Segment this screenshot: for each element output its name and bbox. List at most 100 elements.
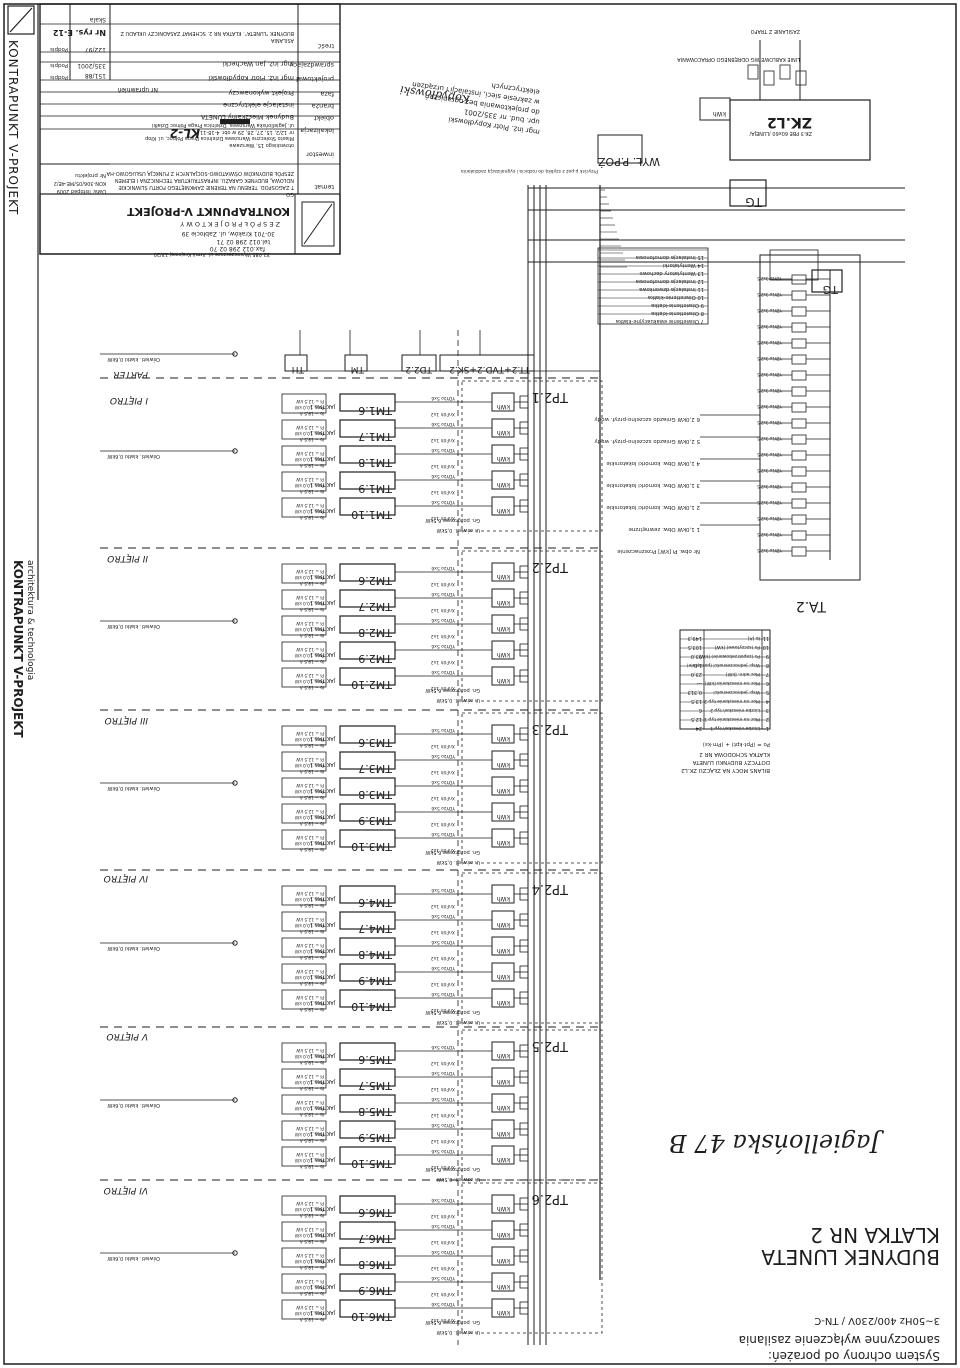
flat-param: Ib = 18,5 A xyxy=(300,462,324,468)
flat-cable2: XnFtlh 1x2 xyxy=(431,769,455,775)
flat-param: Po = 10,0 kW xyxy=(294,974,324,980)
zk-note: ZK-3 PBE 60x60 /LUNEJA/ xyxy=(749,130,812,136)
sheet-border xyxy=(3,3,957,1365)
bilans-name: Liczba mieszkań typ 2 xyxy=(710,707,760,714)
kwh-meter xyxy=(491,1194,515,1214)
top-note-2: ZASILANIE Z TRAFO xyxy=(751,28,800,34)
terminal-point xyxy=(232,448,238,454)
flat-box xyxy=(339,445,396,464)
flat-note: JAK TM6.1 xyxy=(310,813,336,819)
flat-param: Po = 10,0 kW xyxy=(294,1206,324,1212)
flat-param: Pi = 12,5 kW xyxy=(296,620,324,626)
terminal-point xyxy=(232,1250,238,1256)
zk-fuse xyxy=(779,64,791,80)
flat-note: JAK TM6.1 xyxy=(310,1130,336,1136)
title-firm-box xyxy=(39,193,341,255)
bilans-table xyxy=(679,629,771,730)
firm-name: KONTRAPUNKT V-PROJEKT xyxy=(127,205,290,218)
bilans-value: 24 xyxy=(696,725,702,731)
kwh-label: kWh xyxy=(497,813,510,820)
kwh-label: kWh xyxy=(497,403,510,410)
flat-param: Pi = 12,5 kW xyxy=(296,1099,324,1105)
flat-cable: YDYżo 5x6 xyxy=(431,591,456,597)
flat-param: Po = 10,0 kW xyxy=(294,896,324,902)
breaker xyxy=(519,395,529,409)
ta2-frame xyxy=(759,254,861,581)
flat-params-box xyxy=(281,751,327,772)
kwh-label: kWh xyxy=(497,787,510,794)
tp-dashed-frame-2 xyxy=(461,550,603,702)
kwh-meter xyxy=(491,1067,515,1087)
bilans-formula: Po = (Ppt·kpt) + (Pm·ks) xyxy=(703,741,770,747)
breaker xyxy=(519,965,529,979)
terminal-point xyxy=(232,618,238,624)
flat-cable: YDYżo 5x6 xyxy=(431,565,456,571)
flat-cable2: XnFtlh 1x2 xyxy=(431,489,455,495)
flat-param: Po = 10,0 kW xyxy=(294,840,324,846)
flat-params-box xyxy=(281,963,327,984)
flat-box-label: TM5.6 xyxy=(358,1053,393,1066)
bilans-value: 103,5 xyxy=(688,644,702,650)
kwh-meter xyxy=(491,802,515,822)
zk-label: ZK.L2 xyxy=(767,114,812,130)
ta2-cable: YDYżo 3x2,5 xyxy=(757,484,783,489)
flat-box xyxy=(339,911,396,930)
breaker xyxy=(519,1301,529,1315)
uprawnienia-3: 151/88 xyxy=(85,72,106,79)
flat-param: Ib = 18,5 A xyxy=(300,742,324,748)
bilans-name: Ib [A] xyxy=(748,635,760,641)
title-row-value: mgr inż. Jan Wachecki xyxy=(222,60,294,68)
floor-label-0: PARTER xyxy=(113,369,148,379)
kwh-meter xyxy=(491,1041,515,1061)
flat-param: Ib = 18,5 A xyxy=(300,928,324,934)
zk-kwh xyxy=(699,97,731,121)
kwh-meter xyxy=(491,614,515,634)
flat-box xyxy=(339,497,396,516)
flat-param: Pi = 12,5 kW xyxy=(296,672,324,678)
flat-param: Po = 10,0 kW xyxy=(294,1284,324,1290)
light-note-6: Oświetl. klatki 0,6kW xyxy=(107,1255,160,1262)
flat-params-box xyxy=(281,1299,327,1320)
flat-param: Ib = 18,5 A xyxy=(300,488,324,494)
breaker xyxy=(519,1223,529,1237)
circuit-14: 14 Wentylatorki xyxy=(663,262,704,268)
flat-cable2: XnFtlh 1x2 xyxy=(431,633,455,639)
zk-fuse xyxy=(795,70,807,86)
kwh-label: kWh xyxy=(497,1078,510,1085)
flat-param: Pi = 12,5 kW xyxy=(296,756,324,762)
flat-cable2: XnFtlh 1x2 xyxy=(431,1213,455,1219)
tp-dashed-frame-1 xyxy=(461,380,603,532)
light-note-4: Oświetl. klatki 0,6kW xyxy=(107,945,160,952)
bilans-name: Moc na mieszkanie typ 1 xyxy=(704,716,760,722)
flat-box-label: TM6.8 xyxy=(358,1258,393,1271)
flat-cable2: XnFtlh 1x2 xyxy=(431,411,455,417)
flat-box xyxy=(339,1042,396,1061)
kwh-meter xyxy=(491,1298,515,1318)
flat-box-label: TM1.8 xyxy=(358,456,393,469)
flat-param: Pi = 12,5 kW xyxy=(296,730,324,736)
flat-box-label: TM5.10 xyxy=(351,1157,393,1170)
title-row-value: GO xyxy=(286,191,294,197)
kwh-meter xyxy=(491,884,515,904)
breaker xyxy=(519,591,529,605)
kwh-label: kWh xyxy=(497,947,510,954)
socket-label-5: Gn. pozgrzewe 6,5kW xyxy=(425,1166,480,1172)
kwh-meter xyxy=(491,1272,515,1292)
ta2-breaker xyxy=(791,530,807,541)
circuit-7: 7 Oświetlenie ewakuacyjne-klatka xyxy=(616,318,704,325)
circuit-11: 11 Instalacja dzwonkowa xyxy=(639,286,704,292)
bilans-name: Po (szczytowe) [kW] xyxy=(714,644,760,650)
flat-params-box xyxy=(281,1146,327,1167)
protection-system-label: System ochrony od porażeń: xyxy=(768,1349,940,1363)
flat-box-label: TM3.9 xyxy=(358,814,393,827)
kwh-label: kWh xyxy=(497,1156,510,1163)
scale-label: Skala xyxy=(89,16,106,23)
flat-param: Po = 10,0 kW xyxy=(294,1157,324,1163)
breaker xyxy=(519,565,529,579)
flat-param: Po = 10,0 kW xyxy=(294,430,324,436)
uprawnienia-label: Nr uprawnień xyxy=(117,86,158,93)
flat-param: Pi = 12,5 kW xyxy=(296,834,324,840)
kwh-meter xyxy=(491,750,515,770)
flat-params-box xyxy=(281,777,327,798)
